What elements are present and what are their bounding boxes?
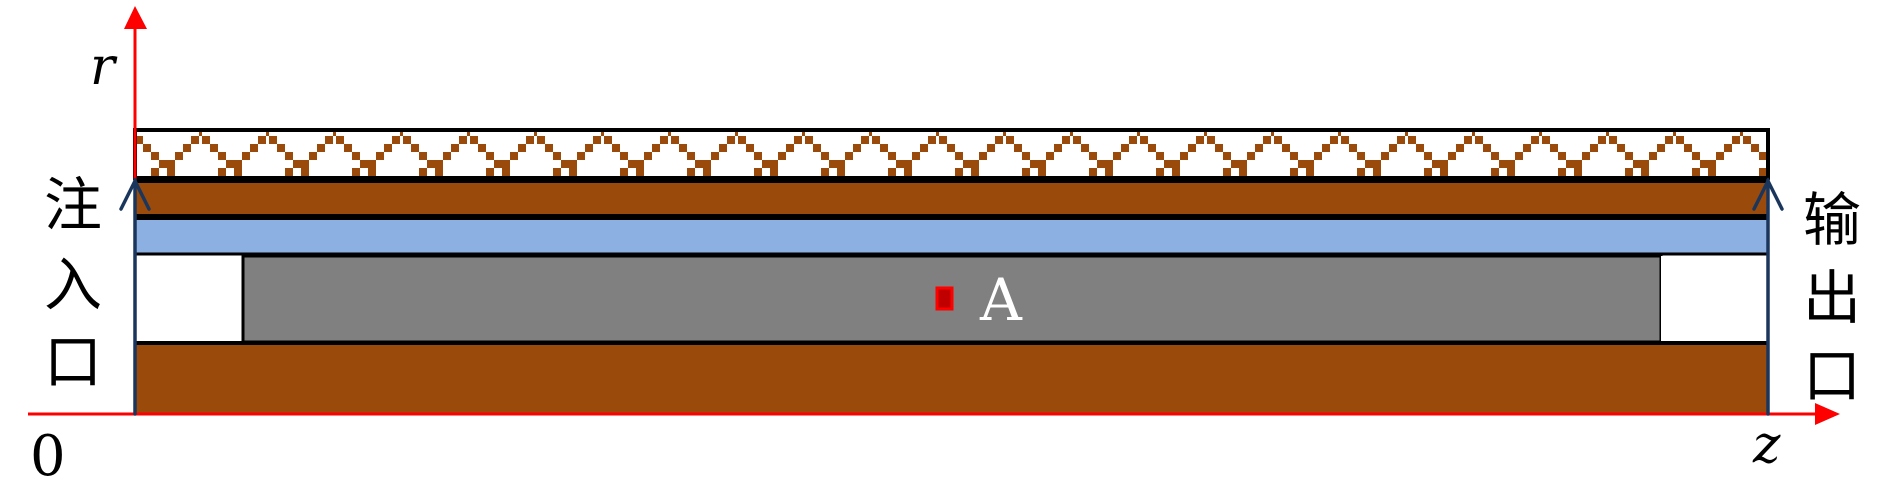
r-axis-arrowhead-icon bbox=[124, 6, 147, 29]
inlet-char: 口 bbox=[44, 328, 102, 396]
upper-brown-layer bbox=[135, 180, 1768, 217]
lower-brown-layer bbox=[135, 345, 1768, 413]
inlet-char: 注 bbox=[44, 171, 102, 239]
blue-layer bbox=[135, 220, 1768, 253]
point-a-marker bbox=[935, 286, 954, 311]
z-axis-arrowhead-icon bbox=[1815, 403, 1840, 425]
outlet-empty-zone bbox=[1661, 256, 1768, 342]
z-axis-label: z bbox=[1752, 415, 1781, 475]
point-a-label: A bbox=[979, 266, 1023, 334]
outlet-char: 输 bbox=[1803, 186, 1861, 254]
outlet-char: 出 bbox=[1803, 264, 1861, 332]
outlet-char: 口 bbox=[1803, 342, 1861, 410]
inlet-label: 注 入 口 bbox=[44, 171, 102, 396]
outlet-label: 输 出 口 bbox=[1803, 186, 1861, 410]
inlet-char: 入 bbox=[44, 251, 102, 319]
outlet-flow-arrow-icon bbox=[1752, 177, 1784, 416]
origin-label: 0 bbox=[30, 424, 66, 484]
inlet-flow-arrow-icon bbox=[119, 177, 151, 416]
outer-patterned-layer bbox=[133, 128, 1770, 180]
inlet-empty-zone bbox=[135, 256, 243, 342]
r-axis-label: r bbox=[90, 37, 118, 97]
